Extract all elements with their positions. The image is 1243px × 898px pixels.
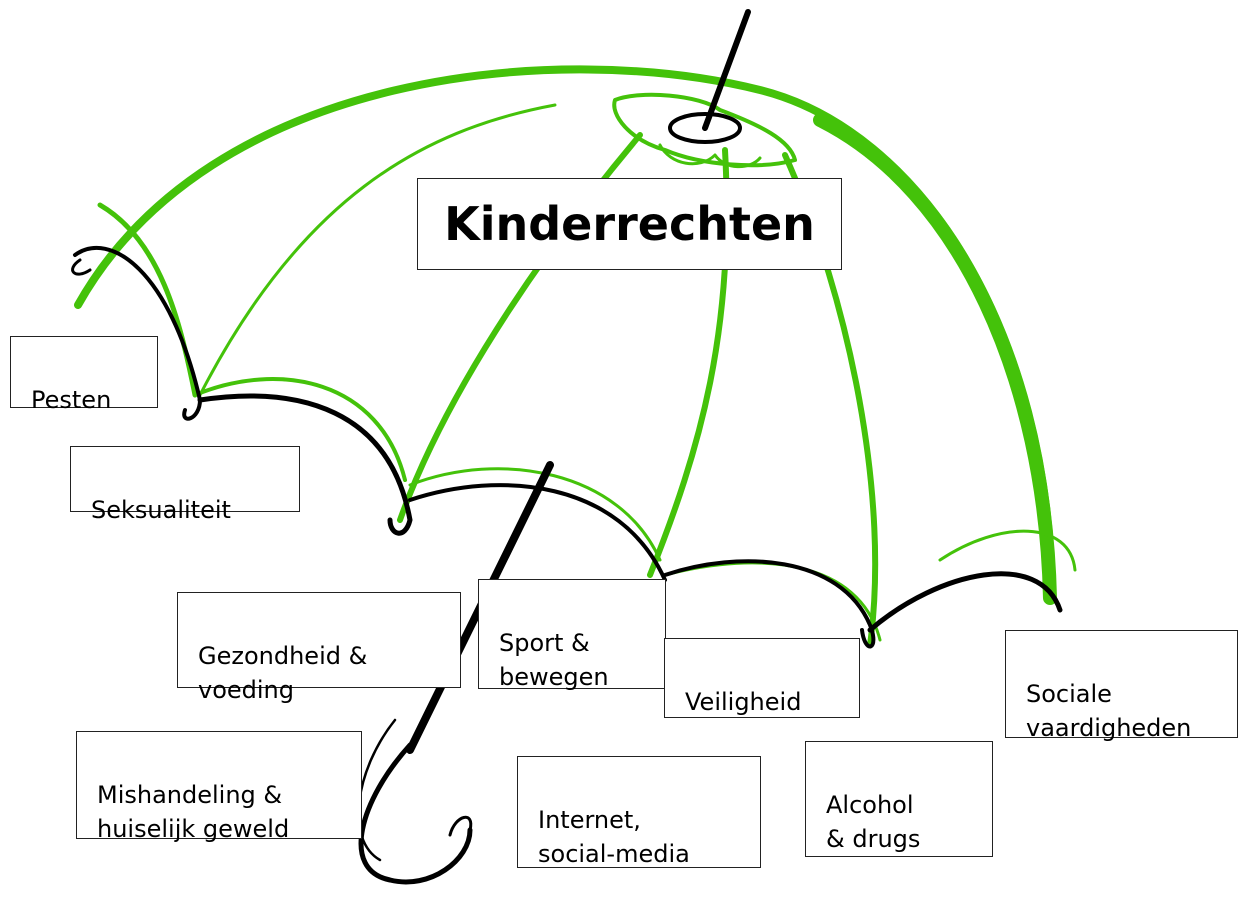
tip-spike [702, 9, 751, 131]
edge-black-1 [73, 245, 202, 421]
topic-internet-label: Internet, social-media [538, 806, 690, 868]
topic-mishandeling: Mishandeling & huiselijk geweld [76, 731, 362, 843]
topic-sport-label: Sport & bewegen [499, 629, 609, 691]
handle-hook [358, 742, 473, 885]
title-box: Kinderrechten [417, 178, 842, 270]
diagram-title: Kinderrechten [444, 197, 815, 251]
topic-alcohol-label: Alcohol & drugs [826, 791, 921, 853]
edge-black-2 [197, 393, 413, 536]
edge-black-3 [408, 483, 667, 582]
topic-seksualiteit-label: Seksualiteit [91, 496, 231, 524]
topic-veiligheid-label: Veiligheid [685, 688, 802, 716]
topic-gezondheid-label: Gezondheid & voeding [198, 642, 368, 704]
topic-gezondheid: Gezondheid & voeding [177, 592, 461, 704]
topic-sociale-vaardigheden: Sociale vaardigheden [1005, 630, 1238, 742]
edge-black-curl [71, 258, 92, 276]
canopy-scallop-4 [938, 529, 1077, 572]
handle-curl [448, 816, 473, 837]
edge-black-5 [867, 571, 1063, 633]
canopy-inner-arc [198, 103, 557, 397]
tip-ring [668, 112, 742, 144]
topic-pesten: Pesten [10, 336, 158, 414]
topic-seksualiteit: Seksualiteit [70, 446, 300, 524]
canopy-outer-arc-thick [813, 113, 1057, 605]
topic-sport: Sport & bewegen [478, 579, 666, 691]
topic-sociale-vaardigheden-label: Sociale vaardigheden [1026, 680, 1192, 742]
canopy-scallop-3 [663, 561, 882, 642]
canopy-scallop-1 [193, 377, 407, 482]
canopy-scallop-2 [408, 467, 662, 562]
canopy-rib-1 [397, 132, 643, 523]
topic-mishandeling-label: Mishandeling & huiselijk geweld [97, 781, 290, 843]
edge-black-4 [663, 559, 876, 649]
canopy-rosette-petals [658, 143, 762, 169]
topic-alcohol: Alcohol & drugs [805, 741, 993, 857]
topic-veiligheid: Veiligheid [664, 638, 860, 718]
topic-pesten-label: Pesten [31, 386, 112, 414]
canopy-rosette [612, 92, 797, 168]
topic-internet: Internet, social-media [517, 756, 761, 868]
